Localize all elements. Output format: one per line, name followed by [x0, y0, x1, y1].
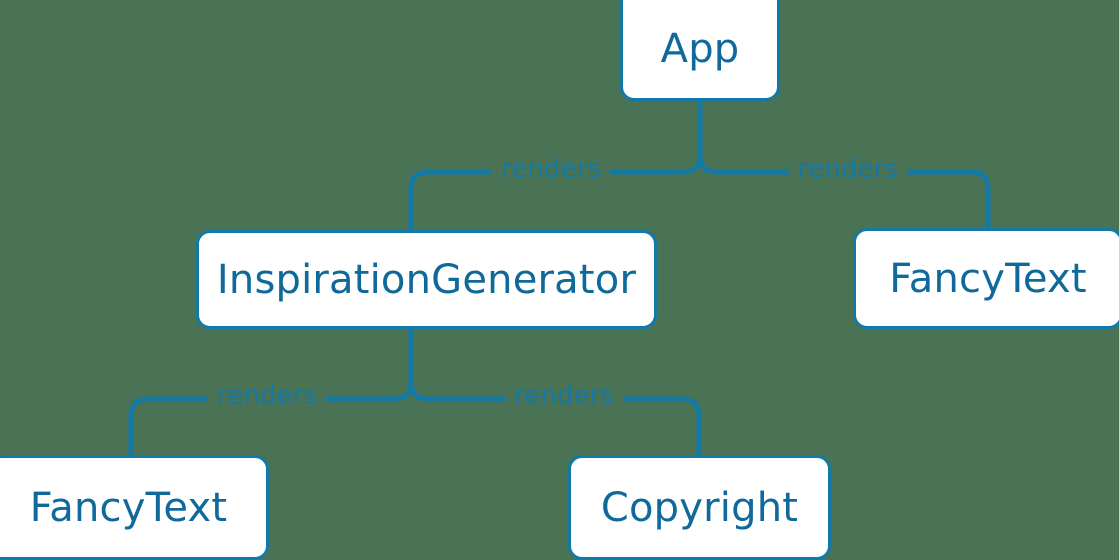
edge-label-inspiration-generator-to-fancytext-bottom: renders [208, 383, 327, 409]
node-inspiration-generator-label: InspirationGenerator [216, 256, 637, 303]
node-inspiration-generator[interactable]: InspirationGenerator [196, 230, 657, 329]
node-fancytext-right-label: FancyText [889, 255, 1087, 302]
node-fancytext-bottom-label: FancyText [29, 484, 228, 531]
edge-label-inspiration-generator-to-copyright: renders [505, 383, 624, 409]
edge-label-app-to-inspiration-generator: renders [492, 156, 611, 182]
node-app-label: App [660, 25, 740, 72]
edge-label-app-to-fancytext-right: renders [789, 156, 908, 182]
node-fancytext-right[interactable]: FancyText [853, 228, 1119, 329]
node-app[interactable]: App [620, 0, 780, 101]
edge-inspiration-generator-to-fancytext-bottom [128, 381, 414, 455]
node-copyright[interactable]: Copyright [568, 455, 831, 560]
node-fancytext-bottom[interactable]: FancyText [0, 455, 269, 560]
node-copyright-label: Copyright [600, 484, 799, 531]
edge-app-to-inspiration-generator [408, 154, 703, 230]
edge-inspiration-generator-to-copyright [408, 381, 702, 455]
edge-app-to-fancytext-right [697, 154, 991, 228]
